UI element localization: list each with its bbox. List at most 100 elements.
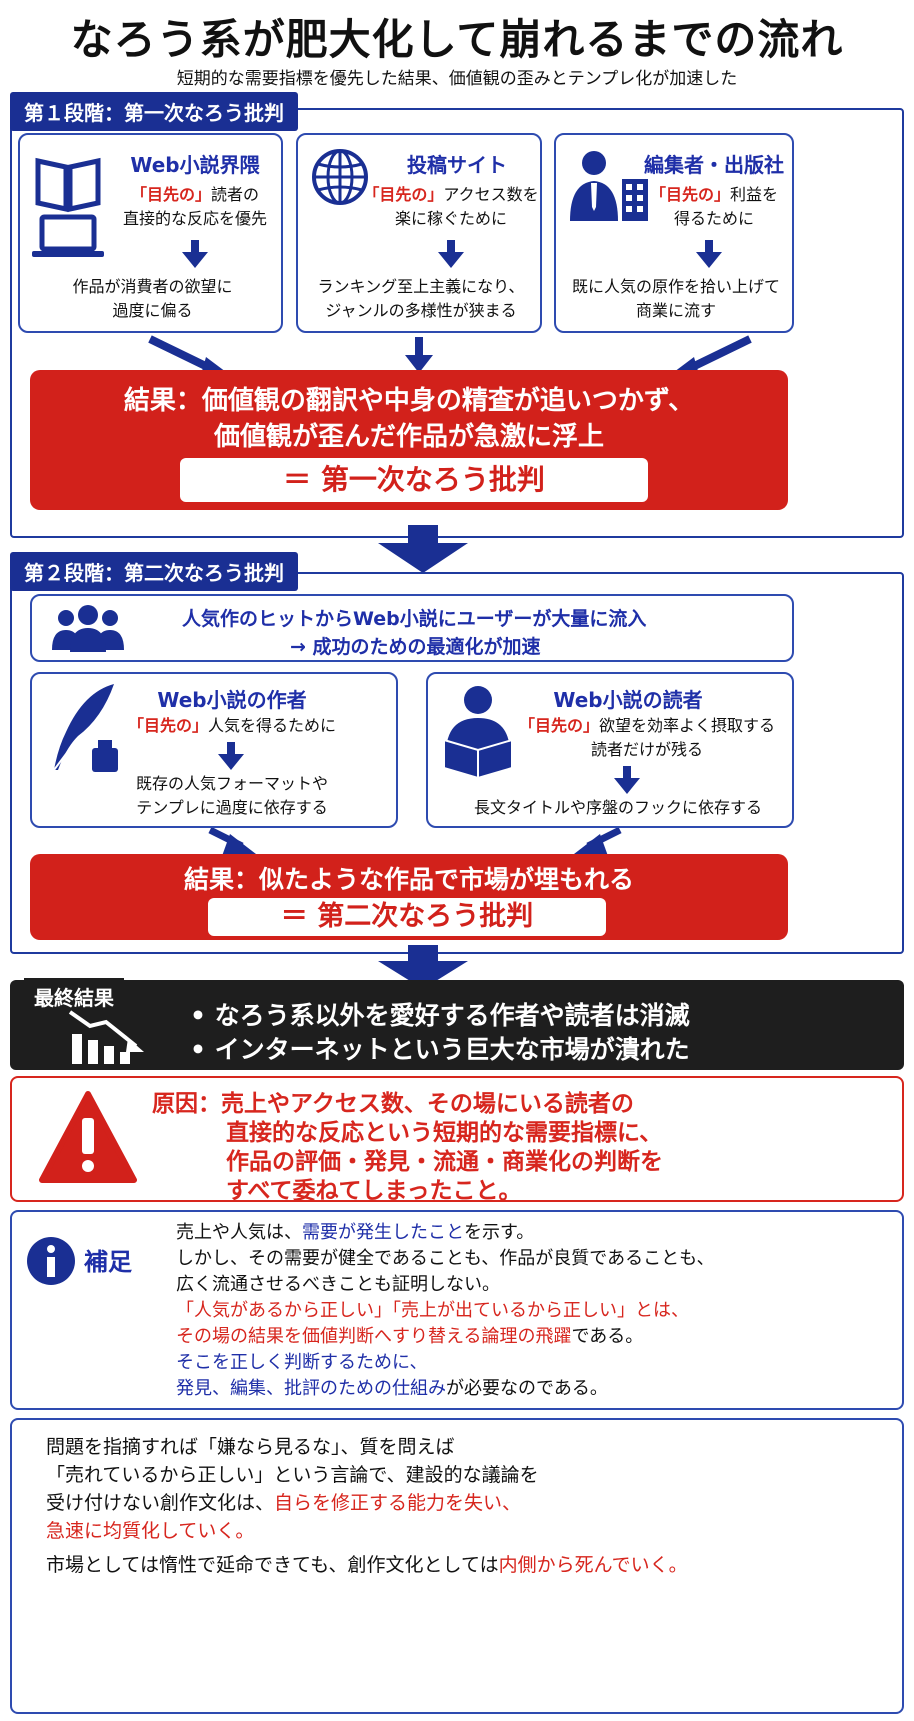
users-group-icon [52,604,124,654]
warning-icon [38,1090,138,1186]
stage2-result: 結果：似たような作品で市場が埋もれる ＝ 第二次なろう批判 [30,854,788,940]
big-down-arrow-icon [378,945,468,989]
card-text: 「目先の」利益を 得るために [634,183,794,231]
card-title: 編集者・出版社 [644,153,784,177]
reader-icon [440,684,516,780]
red-label: 「目先の」 [363,185,444,204]
cause-line: すべて委ねてしまったこと。 [226,1178,522,1204]
final-result-box: 最終結果 • なろう系以外を愛好する作者や読者は消滅 • インターネットという巨… [10,978,904,1070]
closing-emph: 自らを修正する能力を失い、 [274,1492,522,1514]
stage2-card-author: Web小説の作者 「目先の」人気を得るために 既存の人気フォーマットや テンプレ… [30,672,398,828]
result-line: 結果：価値観の翻訳や中身の精査が追いつかず、 [123,386,695,416]
card-line: 作品が消費者の欲望に [72,277,233,296]
closing-text: 市場としては惰性で延命できても、創作文化としては [46,1554,499,1576]
card-title: Web小説界隈 [130,153,260,177]
note-line: しかし、その需要が健全であることも、作品が良質であることも、 [176,1248,715,1269]
cause-box: 原因：売上やアクセス数、その場にいる読者の 直接的な反応という短期的な需要指標に… [10,1076,904,1204]
card-text: 「目先の」人気を得るために [128,714,388,738]
card-title: Web小説の作者 [157,688,307,712]
card-line: ランキング至上主義になり、 [317,277,525,296]
note-text: である。 [571,1326,644,1347]
card-line: 欲望を効率よく摂取する [599,716,776,735]
card-line: 既に人気の原作を拾い上げて [571,277,780,296]
result-conclusion: ＝ 第一次なろう批判 [180,458,648,502]
stage2-card-reader: Web小説の読者 「目先の」欲望を効率よく摂取する 読者だけが残る 長文タイトル… [426,672,794,828]
card-line: ジャンルの多様性が狭まる [325,301,517,320]
page-title: なろう系が肥大化して崩れるまでの流れ [70,15,844,64]
note-emph: 需要が発生したこと [302,1222,464,1243]
closing-line: 「売れているから正しい」という言論で、建設的な議論を [46,1464,539,1486]
stage1-card-editor-publisher: 編集者・出版社 「目先の」利益を 得るために 既に人気の原作を拾い上げて 商業に… [554,133,794,333]
closing-box: 問題を指摘すれば「嫌なら見るな」、質を問えば 「売れているから正しい」という言論… [10,1418,904,1714]
card-outcome: ランキング至上主義になり、 ジャンルの多様性が狭まる [298,275,544,323]
closing-line: 問題を指摘すれば「嫌なら見るな」、質を問えば [46,1436,455,1458]
red-label: 「目先の」 [130,185,211,204]
note-text: 売上や人気は、 [176,1222,302,1243]
card-line: 得るために [673,209,754,228]
note-line: 広く流通させるべきことも証明しない。 [176,1274,500,1295]
card-outcome: 長文タイトルや序盤のフックに依存する [473,798,762,817]
stage2-label: 第２段階：第二次なろう批判 [10,552,298,591]
card-line: 直接的な反応を優先 [122,209,267,228]
closing-text: 受け付けない創作文化は、 [46,1492,275,1514]
big-down-arrow-icon [378,525,468,573]
card-line: 読者だけが残る [590,740,703,759]
final-bullet: • なろう系以外を愛好する作者や読者は消滅 [190,1001,690,1030]
page-subtitle: 短期的な需要指標を優先した結果、価値観の歪みとテンプレ化が加速した [176,69,738,89]
final-result-label: 最終結果 [24,978,124,1015]
red-label: 「目先の」 [518,716,599,735]
globe-icon [310,147,370,207]
red-label: 「目先の」 [128,716,209,735]
converge-arrows-icon [10,828,904,868]
card-outcome: 既に人気の原作を拾い上げて 商業に流す [556,275,796,323]
card-text: 「目先の」アクセス数を 楽に稼ぐために [358,183,544,231]
cause-line: 直接的な反応という短期的な需要指標に、 [226,1120,663,1146]
note-emph: その場の結果を価値判断へすり替える論理の飛躍 [176,1326,572,1347]
result-line: 価値観が歪んだ作品が急激に浮上 [213,422,604,452]
card-line: 読者の [211,185,260,204]
closing-line: 急速に均質化していく。 [46,1520,255,1542]
stage2-influx-box: 人気作のヒットからWeb小説にユーザーが大量に流入 → 成功のための最適化が加速 [30,594,794,662]
card-title: 投稿サイト [407,153,507,177]
stage1-label: 第１段階：第一次なろう批判 [10,92,298,131]
note-box: 補足 売上や人気は、需要が発生したことを示す。 しかし、その需要が健全であること… [10,1210,904,1410]
card-title: Web小説の読者 [553,688,703,712]
down-arrow-icon [218,742,244,770]
final-bullet: • インターネットという巨大な市場が潰れた [190,1035,690,1064]
influx-line: → 成功のための最適化が加速 [290,636,541,658]
note-line: その場の結果を価値判断へすり替える論理の飛躍である。 [176,1324,643,1350]
closing-line: 市場としては惰性で延命できても、創作文化としては内側から死んでいく。 [46,1552,688,1578]
stage1-result: 結果：価値観の翻訳や中身の精査が追いつかず、 価値観が歪んだ作品が急激に浮上 ＝… [30,370,788,510]
businessman-building-icon [566,149,650,225]
card-line: 利益を [730,185,779,204]
cause-line: 作品の評価・発見・流通・商業化の判断を [226,1149,663,1175]
result-line: 結果：似たような作品で市場が埋もれる [183,865,634,894]
declining-chart-icon [66,1008,150,1066]
note-line: 「人気があるから正しい」「売上が出ているから正しい」とは、 [176,1300,689,1321]
card-line: アクセス数を [443,185,539,204]
cause-line: 原因：売上やアクセス数、その場にいる読者の [152,1091,634,1117]
card-outcome: 作品が消費者の欲望に 過度に偏る [20,275,285,323]
down-arrow-icon [614,766,640,794]
card-outcome: 既存の人気フォーマットや テンプレに過度に依存する [92,772,372,820]
closing-emph: 内側から死んでいく。 [498,1554,688,1576]
stage1-card-posting-site: 投稿サイト 「目先の」アクセス数を 楽に稼ぐために ランキング至上主義になり、 … [296,133,542,333]
card-text: 「目先の」欲望を効率よく摂取する 読者だけが残る [512,714,782,762]
note-line: 売上や人気は、需要が発生したことを示す。 [176,1220,534,1246]
closing-line: 受け付けない創作文化は、自らを修正する能力を失い、 [46,1490,521,1516]
card-line: 人気を得るために [208,716,337,735]
down-arrow-icon [438,240,464,268]
down-arrow-icon [182,240,208,268]
card-line: 既存の人気フォーマットや [135,774,328,793]
quill-ink-icon [44,682,124,782]
note-text: を示す。 [464,1222,535,1243]
down-arrow-icon [696,240,722,268]
card-text: 「目先の」読者の 直接的な反応を優先 [110,183,280,231]
card-line: テンプレに過度に依存する [136,798,328,817]
red-label: 「目先の」 [649,185,730,204]
note-line: 発見、編集、批評のための仕組みが必要なのである。 [176,1376,608,1402]
stage1-card-web-novel-scene: Web小説界隈 「目先の」読者の 直接的な反応を優先 作品が消費者の欲望に 過度… [18,133,283,333]
note-label: 補足 [84,1248,132,1276]
card-line: 楽に稼ぐために [394,209,507,228]
note-text: が必要なのである。 [446,1378,608,1399]
